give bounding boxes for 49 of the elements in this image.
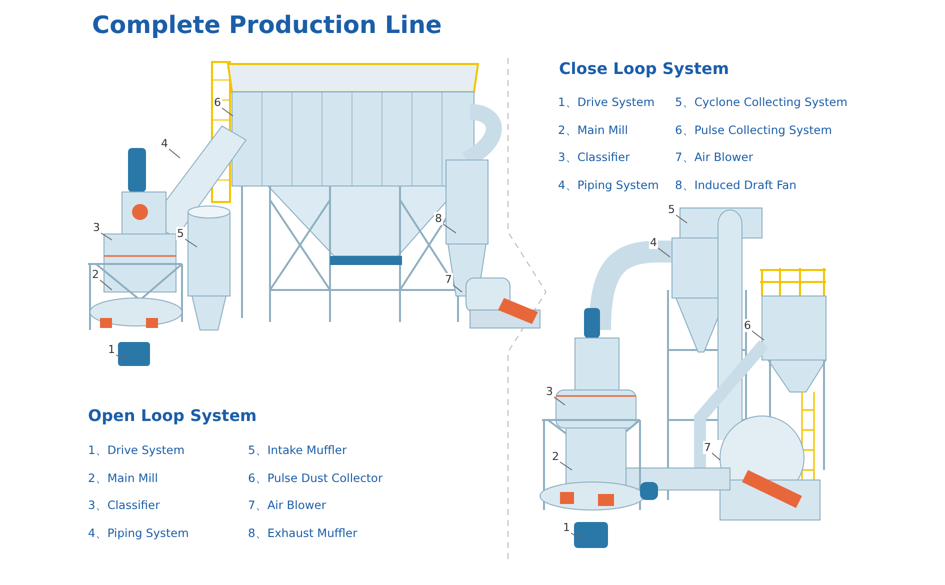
leader-line — [570, 532, 582, 540]
leader-line — [452, 284, 462, 292]
section-heading: Close Loop System — [559, 60, 730, 78]
callout-number: 7 — [444, 273, 453, 286]
leader-line — [116, 354, 128, 360]
callout-number: 2 — [551, 450, 560, 463]
callout-number: 6 — [213, 96, 222, 109]
leader-line — [222, 108, 234, 116]
leader-line — [560, 462, 572, 470]
legend-entry: 2、Main Mill — [88, 472, 158, 486]
callout-number: 7 — [703, 441, 712, 454]
leader-line — [676, 214, 688, 224]
callout-number: 2 — [91, 268, 100, 281]
legend-entry: 8、Induced Draft Fan — [675, 179, 796, 192]
legend-entry: 7、Air Blower — [248, 499, 326, 512]
callout-number: 3 — [92, 221, 101, 234]
callout-number: 8 — [434, 212, 443, 225]
legend-entry: 2、Main Mill — [558, 124, 628, 138]
section-heading: Open Loop System — [88, 407, 257, 426]
leader-line — [100, 280, 112, 290]
legend-entry: 6、Pulse Dust Collector — [248, 472, 383, 486]
legend-entry: 3、Classifier — [88, 499, 160, 512]
callout-number: 1 — [107, 343, 116, 356]
diagram-title: Complete Production Line — [92, 12, 442, 40]
legend-entry: 5、Cyclone Collecting System — [675, 96, 848, 110]
legend-entry: 1、Drive System — [558, 96, 655, 110]
callout-number: 5 — [667, 203, 676, 216]
leader-line — [442, 224, 456, 234]
legend-entry: 3、Classifier — [558, 151, 630, 164]
legend-entry: 4、Piping System — [88, 527, 189, 540]
legend-entry: 4、Piping System — [558, 179, 659, 192]
callout-number: 3 — [545, 385, 554, 398]
legend-entry: 7、Air Blower — [675, 151, 754, 164]
legend-entry: 5、Intake Muffler — [248, 444, 347, 458]
leader-line — [168, 148, 180, 158]
leader-line — [554, 396, 566, 406]
leader-line — [184, 238, 198, 248]
callout-number: 4 — [160, 137, 169, 150]
leader-line — [658, 248, 670, 258]
callout-number: 4 — [649, 236, 658, 249]
legend-entry: 6、Pulse Collecting System — [675, 124, 832, 138]
callout-number: 5 — [176, 227, 185, 240]
legend-entry: 1、Drive System — [88, 444, 185, 458]
leader-line — [752, 330, 764, 340]
callout-number: 6 — [743, 319, 752, 332]
legend-entry: 8、Exhaust Muffler — [248, 527, 358, 540]
leader-line — [712, 452, 720, 460]
callout-number: 1 — [562, 521, 571, 534]
leader-line — [100, 232, 112, 240]
